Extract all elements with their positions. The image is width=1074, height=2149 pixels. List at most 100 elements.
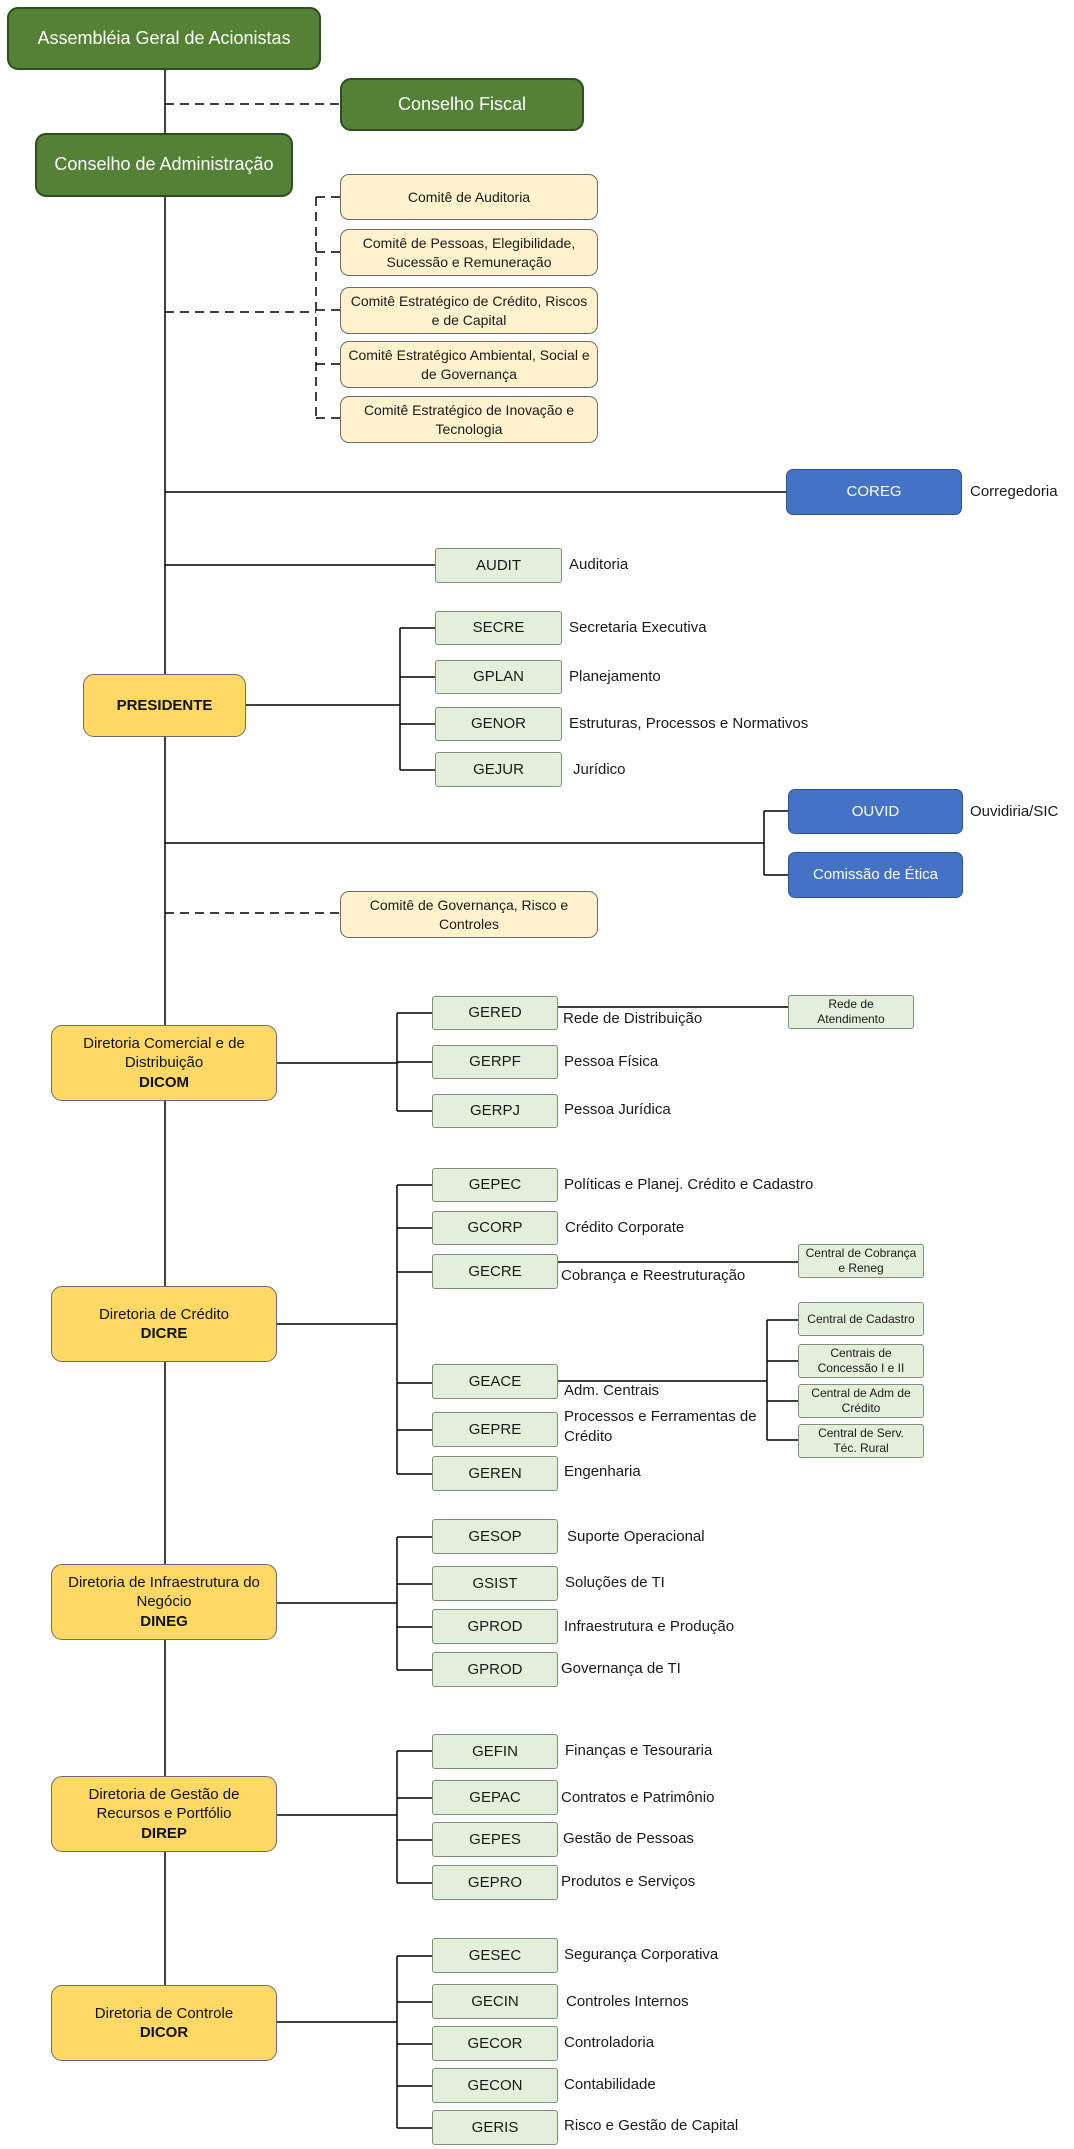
comite-ambiental-label: Comitê Estratégico Ambiental, Social e d… (348, 347, 590, 382)
gered-label: Rede de Distribuição (563, 1010, 703, 1027)
audit-label: Auditoria (569, 556, 629, 573)
dicor-name: Diretoria de Controle (94, 2004, 234, 2022)
dicom-box: Diretoria Comercial e de Distribuição DI… (51, 1025, 277, 1101)
gecin-box: GECIN (432, 1984, 558, 2019)
conselho-fiscal-box: Conselho Fiscal (340, 78, 584, 131)
gecon-box: GECON (432, 2068, 558, 2103)
geren-code: GEREN (468, 1464, 522, 1482)
gerpj-code: GERPJ (469, 1102, 520, 1120)
presidente-box: PRESIDENTE (83, 674, 246, 737)
gefin-box: GEFIN (432, 1734, 558, 1769)
gcorp-code: GCORP (467, 1219, 523, 1237)
rede-atendimento-box: Rede de Atendimento (788, 995, 914, 1029)
gerpj-label: Pessoa Jurídica (564, 1101, 671, 1118)
gecre-box: GECRE (432, 1254, 558, 1289)
comite-credito-label: Comitê Estratégico de Crédito, Riscos e … (350, 293, 588, 328)
gplan-box: GPLAN (435, 660, 562, 694)
gepec-code: GEPEC (468, 1176, 522, 1194)
geris-label: Risco e Gestão de Capital (564, 2117, 739, 2134)
gerpj-box: GERPJ (432, 1094, 558, 1128)
gprod-infra-label: Infraestrutura e Produção (564, 1618, 735, 1635)
gerpf-code: GERPF (469, 1053, 521, 1071)
presidente-title: PRESIDENTE (116, 696, 213, 714)
gesop-box: GESOP (432, 1519, 558, 1554)
genor-box: GENOR (435, 707, 562, 741)
comite-ambiental-box: Comitê Estratégico Ambiental, Social e d… (340, 341, 598, 388)
gepro-code: GEPRO (467, 1873, 523, 1891)
gplan-code: GPLAN (473, 668, 524, 686)
gecre-code: GECRE (468, 1262, 522, 1280)
gecor-label: Controladoria (564, 2034, 655, 2051)
gepac-box: GEPAC (432, 1780, 558, 1815)
gefin-code: GEFIN (472, 1742, 518, 1760)
gepro-box: GEPRO (432, 1865, 558, 1900)
centrais-concessao-box: Centrais de Concessão I e II (798, 1344, 924, 1378)
gprod-infra-box: GPROD (432, 1609, 558, 1644)
central-serv-tec-rural-label: Central de Serv. Téc. Rural (818, 1426, 904, 1455)
comite-auditoria-box: Comitê de Auditoria (340, 174, 598, 220)
dicre-box: Diretoria de Crédito DICRE (51, 1286, 277, 1362)
dineg-name: Diretoria de Infraestrutura do Negócio (68, 1573, 260, 1611)
comissao-etica-box: Comissão de Ética (788, 852, 963, 898)
gejur-code: GEJUR (473, 760, 524, 778)
conselho-fiscal-label: Conselho Fiscal (397, 93, 527, 114)
gprod-governanca-label: Governança de TI (561, 1660, 681, 1677)
geace-box: GEACE (432, 1364, 558, 1399)
central-cobranca-box: Central de Cobrança e Reneg (798, 1244, 924, 1278)
gprod-governanca-box: GPROD (432, 1652, 558, 1687)
dicre-name: Diretoria de Crédito (98, 1305, 230, 1323)
gplan-label: Planejamento (569, 668, 661, 685)
gepre-label: Processos e Ferramentas de Crédito (564, 1408, 757, 1445)
gesec-label: Segurança Corporativa (564, 1946, 719, 1963)
conselho-administracao-label: Conselho de Administração (54, 154, 274, 175)
central-cadastro-box: Central de Cadastro (798, 1302, 924, 1336)
dicom-name: Diretoria Comercial e de Distribuição (83, 1034, 245, 1072)
geren-label: Engenharia (564, 1463, 641, 1480)
audit-box: AUDIT (435, 548, 562, 583)
coreg-label: Corregedoria (970, 483, 1058, 500)
coreg-box: COREG (786, 469, 962, 515)
ouvid-label: Ouvidiria/SIC (970, 803, 1059, 820)
gsist-code: GSIST (472, 1574, 518, 1592)
gsist-label: Soluções de TI (565, 1574, 665, 1591)
gprod-infra-code: GPROD (467, 1617, 523, 1635)
gesec-code: GESEC (468, 1946, 522, 1964)
direp-box: Diretoria de Gestão de Recursos e Portfó… (51, 1776, 277, 1852)
comite-auditoria-label: Comitê de Auditoria (407, 188, 531, 205)
comite-pessoas-box: Comitê de Pessoas, Elegibilidade, Sucess… (340, 229, 598, 276)
gepes-box: GEPES (432, 1822, 558, 1857)
central-cobranca-label: Central de Cobrança e Reneg (805, 1246, 917, 1275)
comite-inovacao-label: Comitê Estratégico de Inovação e Tecnolo… (363, 402, 575, 437)
central-adm-credito-label: Central de Adm de Crédito (811, 1386, 911, 1415)
geris-box: GERIS (432, 2110, 558, 2145)
comite-credito-box: Comitê Estratégico de Crédito, Riscos e … (340, 287, 598, 334)
gcorp-box: GCORP (432, 1211, 558, 1245)
dineg-code: DINEG (140, 1612, 188, 1630)
dicor-box: Diretoria de Controle DICOR (51, 1985, 277, 2061)
rede-atendimento-label: Rede de Atendimento (817, 997, 885, 1026)
gepes-code: GEPES (469, 1830, 521, 1848)
gecor-code: GECOR (467, 2034, 523, 2052)
direp-name: Diretoria de Gestão de Recursos e Portfó… (88, 1785, 240, 1823)
ouvid-code: OUVID (851, 802, 900, 820)
central-cadastro-label: Central de Cadastro (807, 1311, 915, 1326)
conselho-administracao-box: Conselho de Administração (35, 133, 293, 197)
gejur-label: Jurídico (573, 761, 626, 778)
gepac-code: GEPAC (469, 1788, 521, 1806)
direp-code: DIREP (141, 1824, 187, 1842)
ouvid-box: OUVID (788, 789, 963, 834)
gepec-box: GEPEC (432, 1168, 558, 1202)
assembleia-geral-box: Assembléia Geral de Acionistas (7, 7, 321, 70)
gepre-code: GEPRE (468, 1420, 522, 1438)
dineg-box: Diretoria de Infraestrutura do Negócio D… (51, 1564, 277, 1640)
comissao-etica-label: Comissão de Ética (812, 866, 939, 884)
gefin-label: Finanças e Tesouraria (565, 1742, 713, 1759)
gecon-label: Contabilidade (564, 2076, 656, 2093)
secre-label: Secretaria Executiva (569, 619, 707, 636)
geace-code: GEACE (468, 1372, 522, 1390)
geren-box: GEREN (432, 1456, 558, 1491)
gesop-label: Suporte Operacional (567, 1528, 705, 1545)
gecin-code: GECIN (471, 1992, 519, 2010)
gered-box: GERED (432, 996, 558, 1030)
